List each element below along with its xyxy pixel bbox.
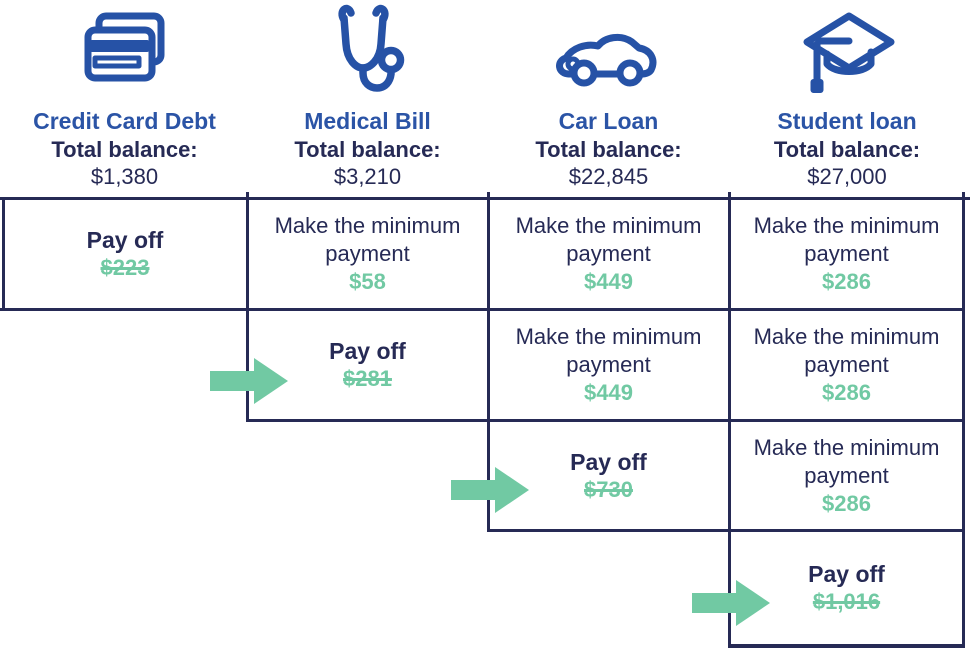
car-icon (553, 0, 665, 100)
debt-title: Credit Card Debt (33, 108, 216, 134)
payment-cell-step2-medical-bill: Pay off $281 (249, 311, 486, 419)
arrow-right-icon-step3 (451, 467, 529, 513)
graduation-cap-icon (797, 0, 897, 100)
grid-line-col4-left (728, 192, 731, 648)
grid-line-row3-bottom (487, 529, 965, 532)
payment-cell-step3-student-loan: Make the minimum payment $286 (731, 422, 962, 529)
payoff-label: Pay off (808, 561, 885, 587)
payoff-amount: $730 (584, 476, 633, 502)
payoff-amount: $1,016 (812, 589, 881, 614)
grid-line-row2-bottom (246, 419, 965, 422)
debt-title: Car Loan (558, 108, 659, 134)
payment-cell-step4-student-loan: Pay off $1,016 (731, 532, 962, 644)
debt-title: Student loan (777, 108, 917, 134)
payoff-label: Pay off (86, 227, 164, 253)
min-payment-amount: $286 (822, 490, 871, 516)
payoff-amount: $281 (343, 366, 392, 391)
min-payment-label: Make the minimum payment (515, 213, 702, 266)
min-payment-amount: $449 (584, 269, 633, 294)
arrow-right-icon-step4 (692, 580, 770, 626)
debt-title: Medical Bill (304, 108, 431, 134)
stethoscope-icon (322, 0, 414, 100)
balance-amount: $1,380 (90, 164, 159, 189)
grid-line-col3-left (487, 192, 490, 532)
balance-label: Total balance: (51, 137, 198, 162)
payment-cell-step3-car-loan: Pay off $730 (490, 422, 727, 529)
balance-amount: $22,845 (568, 164, 649, 189)
payoff-label: Pay off (329, 338, 406, 364)
balance-amount: $3,210 (333, 164, 402, 189)
payoff-amount: $223 (100, 255, 150, 280)
payment-cell-step2-student-loan: Make the minimum payment $286 (731, 311, 962, 419)
min-payment-label: Make the minimum payment (753, 213, 940, 266)
balance-label: Total balance: (773, 137, 921, 162)
credit-card-icon (79, 0, 171, 100)
debt-column-medical-bill: Medical Bill Total balance: $3,210 (247, 0, 488, 196)
min-payment-label: Make the minimum payment (753, 434, 940, 488)
balance-label: Total balance: (294, 137, 441, 162)
balance-label: Total balance: (535, 137, 682, 162)
debt-column-credit-card: Credit Card Debt Total balance: $1,380 (2, 0, 247, 196)
min-payment-label: Make the minimum payment (515, 324, 702, 377)
min-payment-amount: $286 (822, 269, 871, 294)
grid-line-right (962, 192, 965, 648)
payment-cell-step1-student-loan: Make the minimum payment $286 (731, 200, 962, 308)
grid-line-row1-bottom (0, 308, 965, 311)
min-payment-amount: $286 (822, 380, 871, 405)
grid-line-col2-left (246, 192, 249, 422)
debt-column-student-loan: Student loan Total balance: $27,000 (729, 0, 965, 196)
grid-line-left (2, 197, 5, 311)
payment-cell-step1-car-loan: Make the minimum payment $449 (490, 200, 727, 308)
arrow-right-icon-step2 (210, 358, 288, 404)
min-payment-label: Make the minimum payment (274, 213, 461, 266)
balance-amount: $27,000 (807, 164, 887, 189)
grid-line-row4-bottom (728, 644, 965, 648)
payoff-label: Pay off (570, 448, 647, 475)
payment-cell-step1-credit-card: Pay off $223 (5, 200, 245, 308)
payment-cell-step2-car-loan: Make the minimum payment $449 (490, 311, 727, 419)
min-payment-amount: $58 (349, 269, 386, 294)
debt-column-car-loan: Car Loan Total balance: $22,845 (488, 0, 729, 196)
min-payment-amount: $449 (584, 380, 633, 405)
payment-cell-step1-medical-bill: Make the minimum payment $58 (249, 200, 486, 308)
min-payment-label: Make the minimum payment (753, 324, 940, 377)
grid-line-top (0, 197, 970, 200)
